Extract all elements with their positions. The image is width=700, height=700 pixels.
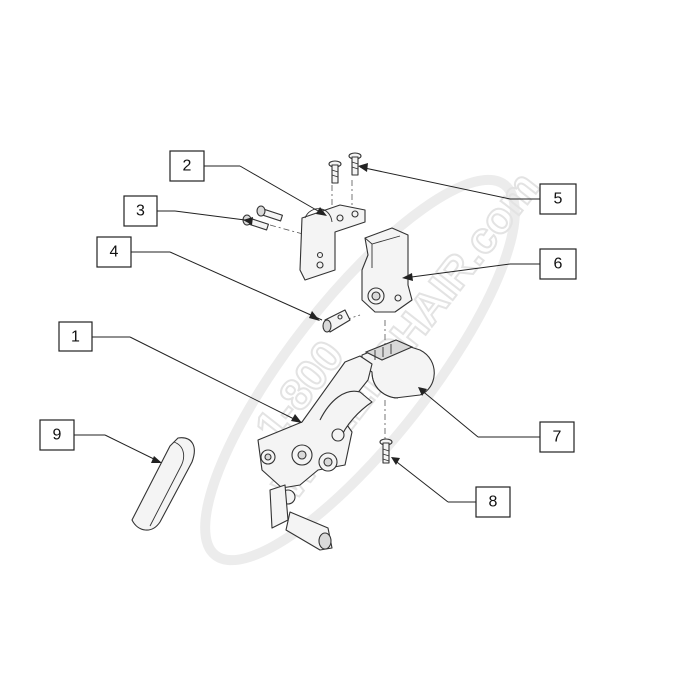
part-9-pad <box>131 437 195 531</box>
callout-8-label: 8 <box>489 494 498 511</box>
callout-4-label: 4 <box>110 244 119 261</box>
part-6-receiver-block <box>361 227 413 313</box>
callout-3: 3 <box>123 195 158 227</box>
callout-7: 7 <box>539 421 575 453</box>
callout-1: 1 <box>58 321 93 352</box>
part-8-screw <box>379 438 393 464</box>
callout-2: 2 <box>169 150 205 182</box>
callout-9-label: 9 <box>53 427 62 444</box>
part-3-screws <box>242 205 283 231</box>
part-2-clamp-bracket <box>299 204 366 281</box>
callout-6: 6 <box>539 248 577 280</box>
leader-lines <box>74 165 540 503</box>
callout-8: 8 <box>475 486 511 518</box>
part-1-brake-lever-assembly <box>257 355 373 551</box>
part-7-tube-clamp <box>361 339 435 399</box>
callout-2-label: 2 <box>183 158 192 175</box>
callout-1-label: 1 <box>71 329 80 346</box>
callout-5-label: 5 <box>554 191 563 208</box>
callout-7-label: 7 <box>553 429 562 446</box>
callout-3-label: 3 <box>136 203 145 220</box>
leader-arrowheads <box>151 163 427 465</box>
part-4-pin <box>322 309 351 333</box>
callout-4: 4 <box>96 236 132 268</box>
callout-5: 5 <box>539 183 577 215</box>
callout-9: 9 <box>39 419 75 451</box>
part-5-screws <box>328 152 362 184</box>
callout-6-label: 6 <box>554 256 563 273</box>
